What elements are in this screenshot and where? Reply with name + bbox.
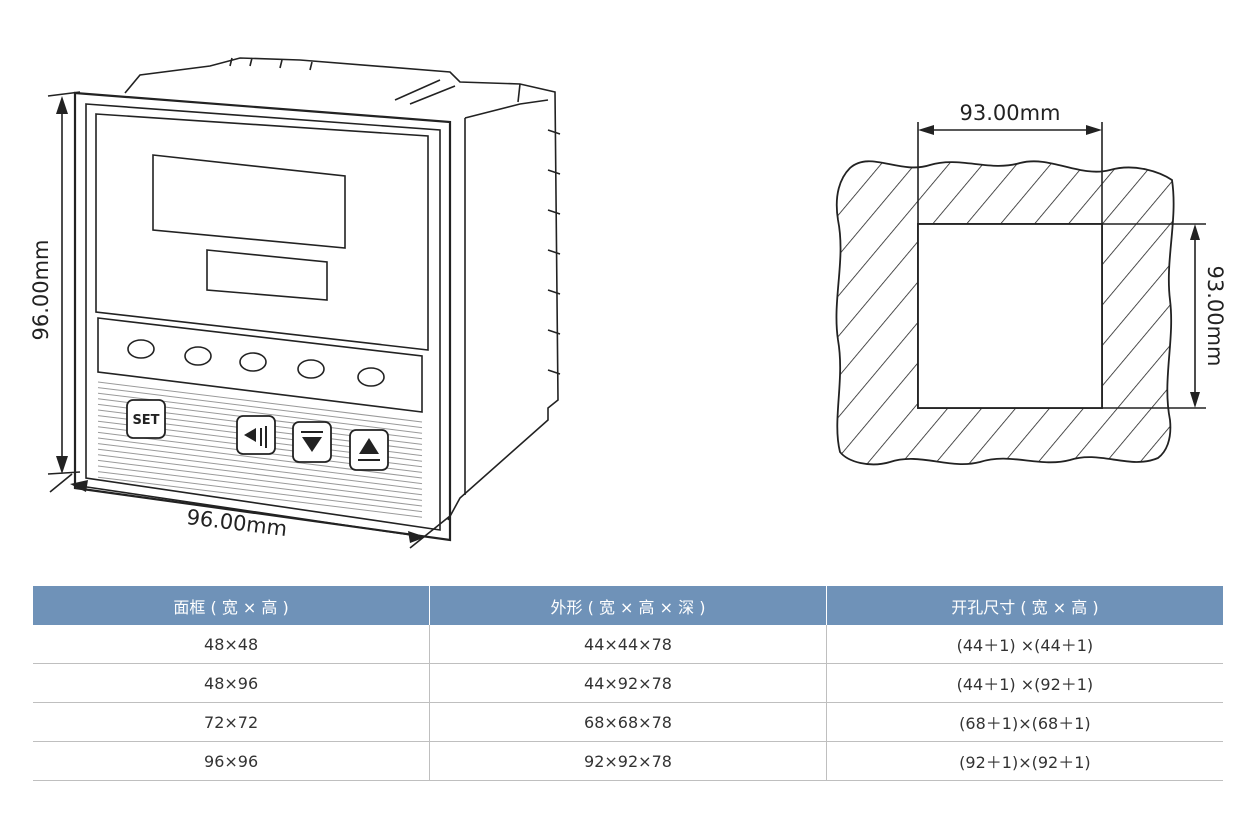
indicator-led	[297, 359, 325, 379]
shift-bar-icon	[260, 426, 267, 448]
cell-cutout: (68＋1)×(68＋1)	[825, 702, 1223, 742]
cutout-width-dimension: 93.00mm	[917, 101, 1103, 224]
cell-outer: 44×44×78	[429, 625, 827, 664]
table-header-row: 面框 ( 宽 × 高 ) 外形 ( 宽 × 高 × 深 ) 开孔尺寸 ( 宽 ×…	[33, 586, 1223, 625]
panel-cutout-view: 93.00mm 93.00mm	[835, 101, 1227, 466]
keypad-stripe	[97, 437, 423, 479]
keypad-stripe	[97, 454, 423, 496]
keypad-stripe	[97, 448, 423, 490]
cell-bezel: 48×48	[33, 625, 430, 664]
keypad-stripe	[97, 465, 423, 507]
cell-bezel: 48×96	[33, 663, 430, 703]
set-key-label: SET	[132, 413, 159, 428]
indicator-led	[184, 346, 212, 366]
indicator-led	[127, 339, 155, 359]
down-arrow-key[interactable]	[292, 421, 332, 463]
display-window	[95, 113, 429, 351]
cell-bezel: 96×96	[33, 741, 430, 781]
cutout-width-label: 93.00mm	[959, 101, 1060, 125]
keypad-stripe	[97, 476, 423, 518]
set-key[interactable]: SET	[126, 399, 166, 439]
keypad-stripe	[97, 459, 423, 501]
height-dim-label: 96.00mm	[29, 239, 53, 340]
dimension-drawings: SET 96.00mm	[29, 57, 1227, 549]
cutout-height-label: 93.00mm	[1203, 265, 1227, 366]
header-bezel-size: 面框 ( 宽 × 高 )	[33, 586, 430, 625]
device-housing	[124, 57, 561, 521]
indicator-band	[97, 317, 423, 413]
table-row: 96×96 92×92×78 (92＋1)×(92＋1)	[33, 741, 1223, 781]
cell-outer: 68×68×78	[429, 702, 827, 742]
cell-cutout: (92＋1)×(92＋1)	[825, 741, 1223, 781]
indicator-led	[357, 367, 385, 387]
device-bezel	[73, 91, 452, 542]
up-arrow-key[interactable]	[349, 429, 389, 471]
up-arrow-icon	[359, 438, 379, 454]
header-cutout-size: 开孔尺寸 ( 宽 × 高 )	[825, 586, 1223, 625]
indicator-led	[239, 352, 267, 372]
keypad-stripe	[97, 443, 423, 485]
keypad-stripe	[97, 471, 423, 513]
main-display	[152, 154, 346, 249]
shift-left-key[interactable]	[236, 415, 276, 455]
table-row: 72×72 68×68×78 (68＋1)×(68＋1)	[33, 702, 1223, 742]
table-row: 48×96 44×92×78 (44＋1) ×(92＋1)	[33, 663, 1223, 703]
cell-outer: 44×92×78	[429, 663, 827, 703]
width-dim-label: 96.00mm	[185, 505, 288, 541]
cell-cutout: (44＋1) ×(44＋1)	[825, 625, 1223, 664]
cell-cutout: (44＋1) ×(92＋1)	[825, 663, 1223, 703]
cell-outer: 92×92×78	[429, 741, 827, 781]
cutout-height-dimension: 93.00mm	[1102, 223, 1227, 409]
shift-left-icon	[244, 428, 256, 442]
keypad-stripe	[97, 387, 423, 429]
dimensions-table: 面框 ( 宽 × 高 ) 外形 ( 宽 × 高 × 深 ) 开孔尺寸 ( 宽 ×…	[33, 586, 1223, 781]
header-outer-size: 外形 ( 宽 × 高 × 深 )	[429, 586, 827, 625]
down-arrow-icon	[302, 437, 322, 452]
sub-display	[206, 249, 328, 301]
cell-bezel: 72×72	[33, 702, 430, 742]
device-front-view: SET 96.00mm	[29, 57, 561, 549]
height-dimension: 96.00mm	[29, 91, 81, 475]
keypad-stripe	[97, 381, 423, 423]
table-row: 48×48 44×44×78 (44＋1) ×(44＋1)	[33, 625, 1223, 664]
cutout-hole	[917, 223, 1103, 409]
